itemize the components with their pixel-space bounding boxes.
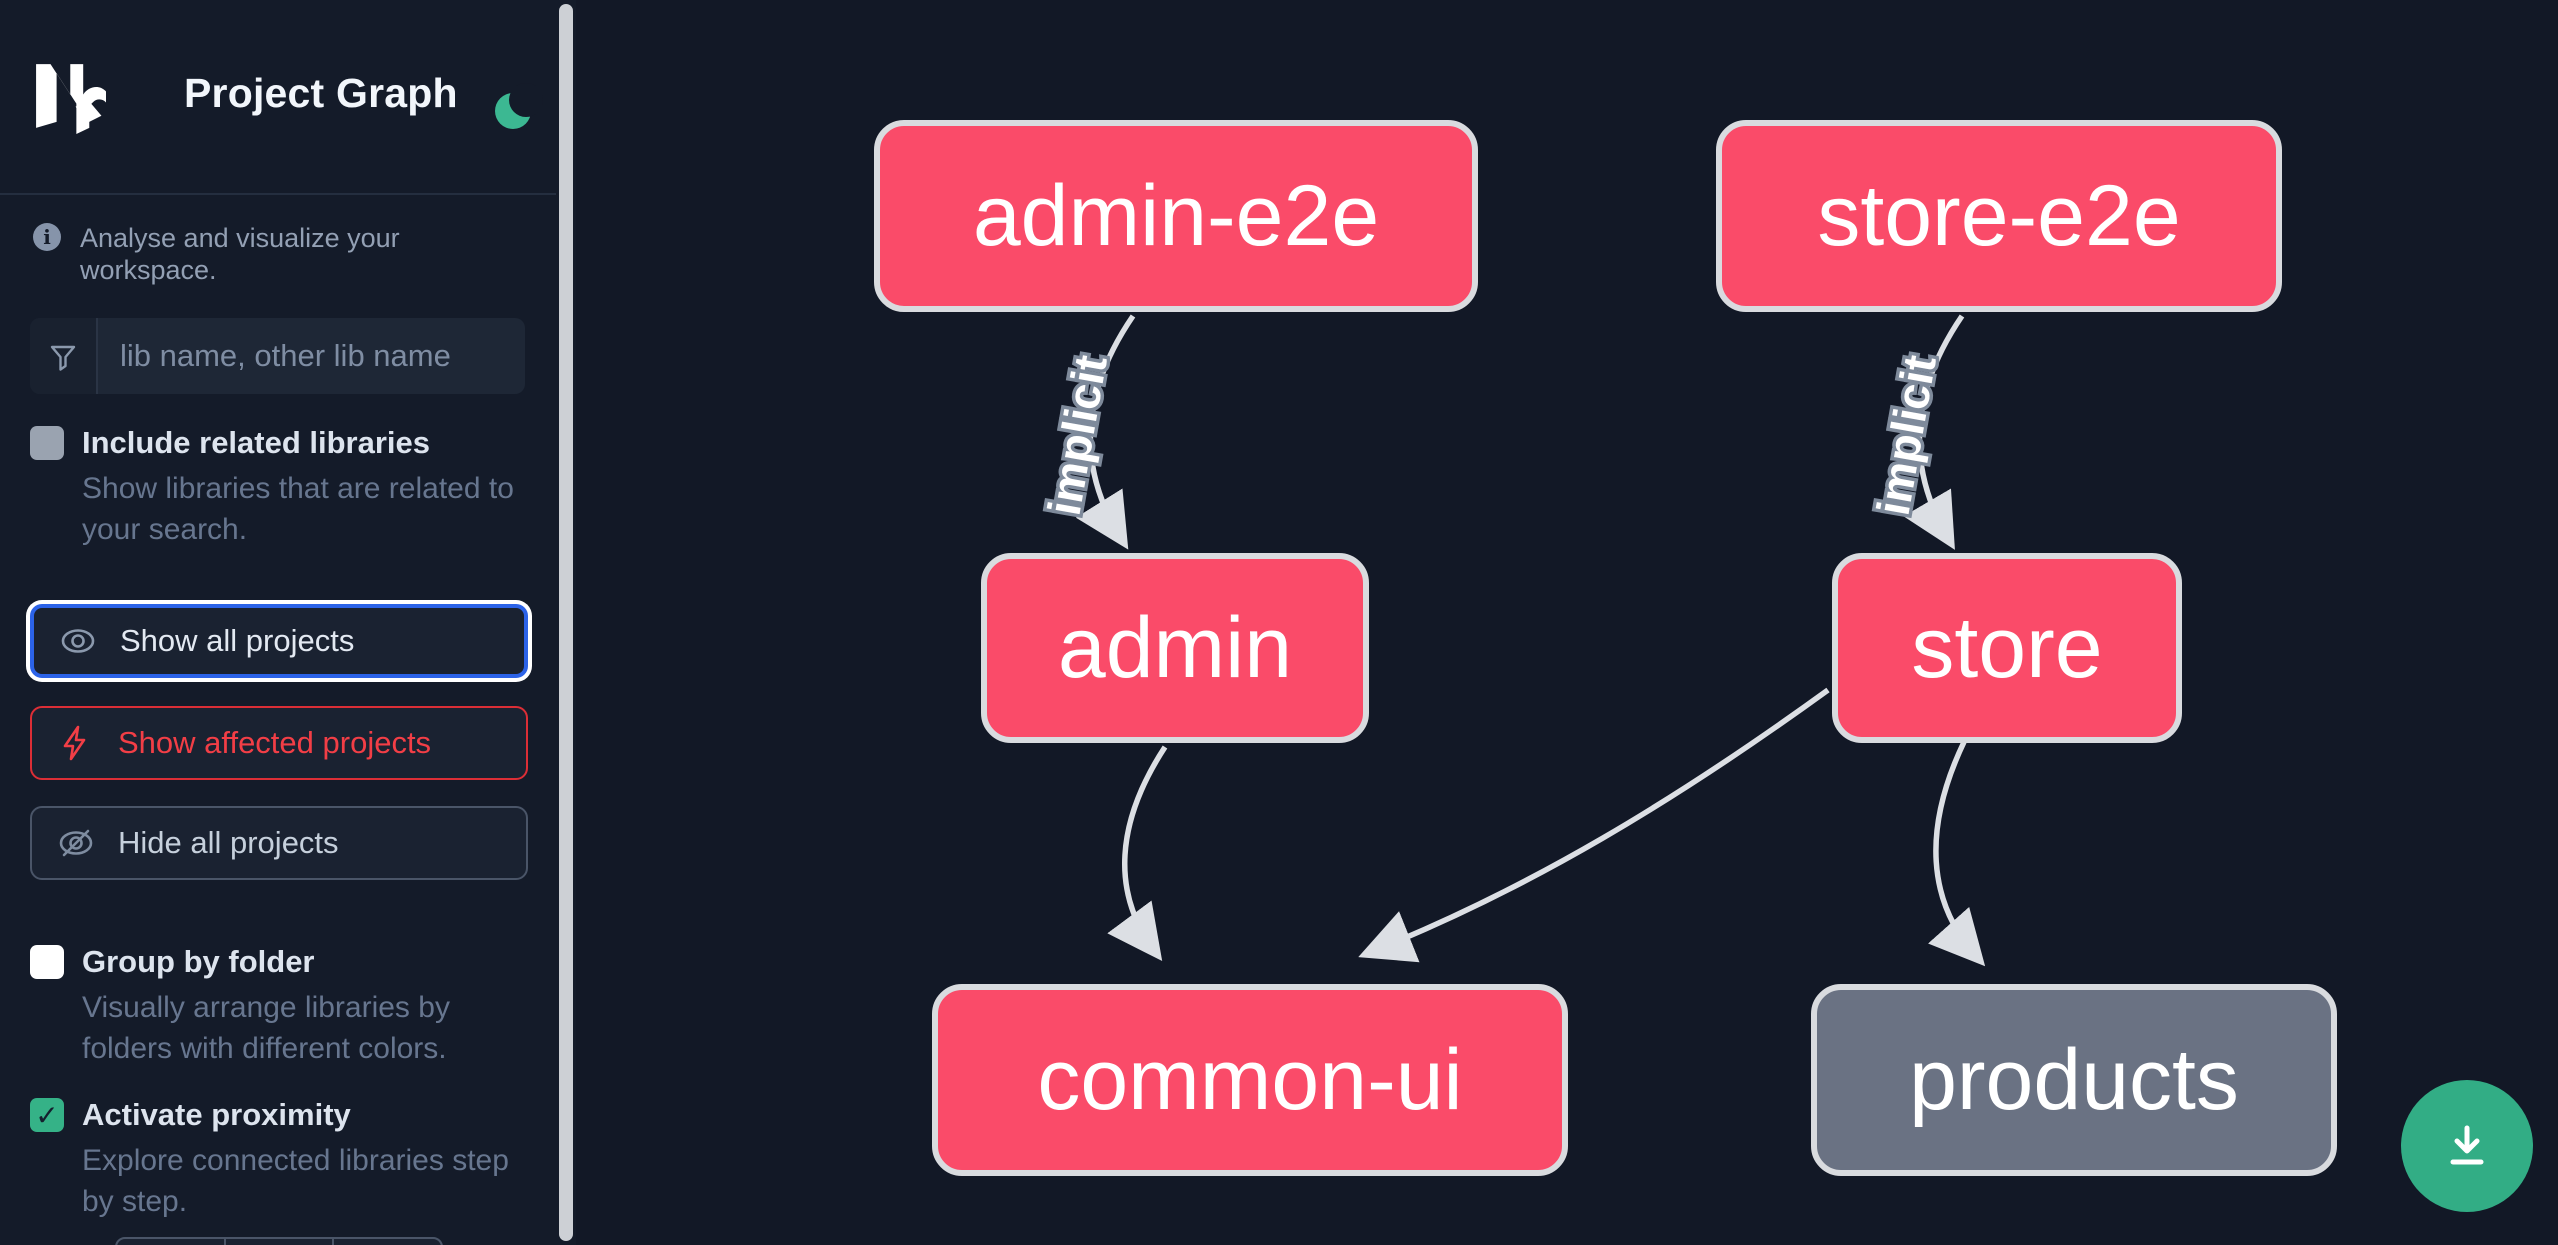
stepper-increment[interactable] (332, 1239, 441, 1245)
sidebar-scrollbar (556, 0, 576, 1245)
search-field (30, 318, 525, 394)
stepper-decrement[interactable] (117, 1239, 224, 1245)
search-input[interactable] (98, 318, 525, 394)
graph-canvas[interactable]: implicit implicit admin-e2e store-e2e ad… (576, 0, 2558, 1245)
option-label: Include related libraries (82, 425, 431, 460)
option-description: Explore connected libraries step by step… (82, 1144, 509, 1218)
edge-label-implicit: implicit (1867, 351, 1946, 519)
project-node-common-ui[interactable]: common-ui (932, 984, 1568, 1176)
lightning-bolt-icon (56, 723, 96, 763)
node-label: store (1911, 599, 2103, 696)
info-icon: i (33, 223, 61, 251)
edge-admin-common-ui (1107, 745, 1168, 962)
edge-label-implicit: implicit (1038, 351, 1117, 519)
option-label: Group by folder (82, 944, 315, 979)
show-all-projects-button[interactable]: Show all projects (30, 604, 528, 678)
edge-store-products (1928, 740, 1986, 967)
info-row: i Analyse and visualize your workspace. (33, 222, 533, 286)
stepper-value (223, 1239, 333, 1245)
header-divider (0, 193, 556, 195)
nx-logo-icon (30, 58, 110, 134)
project-node-store-e2e[interactable]: store-e2e (1716, 120, 2282, 312)
option-activate-proximity: ✓ Activate proximity Explore connected l… (30, 1096, 530, 1222)
show-affected-projects-button[interactable]: Show affected projects (30, 706, 528, 780)
option-group-by-folder: Group by folder Visually arrange librari… (30, 943, 530, 1069)
filter-icon (30, 318, 98, 394)
hide-all-projects-button[interactable]: Hide all projects (30, 806, 528, 880)
edge-layer: implicit implicit (1034, 314, 1986, 967)
option-include-related: Include related libraries Show libraries… (30, 424, 530, 550)
eye-icon (58, 621, 98, 661)
node-label: admin (1057, 599, 1293, 696)
download-graph-button[interactable] (2401, 1080, 2533, 1212)
button-label: Show affected projects (118, 725, 432, 760)
activate-proximity-checkbox[interactable]: ✓ (30, 1098, 64, 1132)
edge-store-e2e-store (1903, 314, 1965, 550)
info-text: Analyse and visualize your workspace. (80, 223, 400, 285)
proximity-stepper[interactable] (115, 1237, 443, 1245)
option-description: Visually arrange libraries by folders wi… (82, 991, 450, 1065)
sidebar: Project Graph i Analyse and visualize yo… (0, 0, 556, 1245)
option-label: Activate proximity (82, 1097, 351, 1132)
download-icon (2438, 1116, 2496, 1177)
node-label: admin-e2e (972, 167, 1380, 264)
theme-toggle-button[interactable] (468, 64, 543, 129)
scrollbar-thumb[interactable] (559, 4, 573, 1241)
button-label: Show all projects (120, 623, 355, 658)
button-label: Hide all projects (118, 825, 339, 860)
project-node-store[interactable]: store (1832, 553, 2182, 743)
node-label: store-e2e (1817, 167, 2181, 264)
project-node-admin-e2e[interactable]: admin-e2e (874, 120, 1478, 312)
project-node-products[interactable]: products (1811, 984, 2337, 1176)
page-title: Project Graph (184, 70, 458, 116)
node-label: common-ui (1037, 1031, 1463, 1128)
node-label: products (1909, 1031, 2239, 1128)
edge-admin-e2e-admin (1075, 314, 1136, 550)
project-node-admin[interactable]: admin (981, 553, 1369, 743)
edge-store-common-ui (1358, 687, 1830, 963)
option-description: Show libraries that are related to your … (82, 472, 514, 546)
include-related-checkbox[interactable] (30, 426, 64, 460)
group-by-folder-checkbox[interactable] (30, 945, 64, 979)
eye-slash-icon (56, 823, 96, 863)
